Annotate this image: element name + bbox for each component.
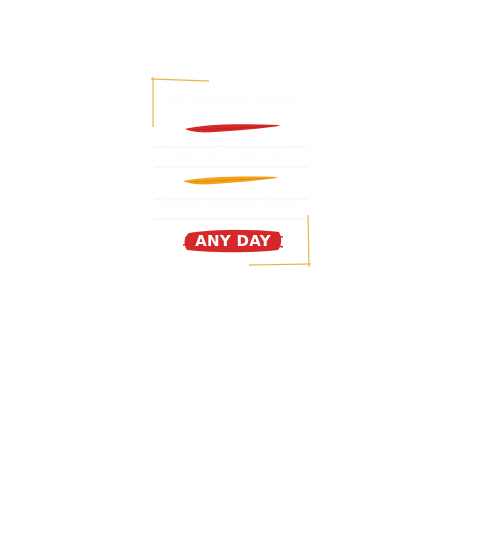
frame-corner-lines — [150, 77, 312, 268]
typography-design: TO RATHER TALK ABOUT POETRY THAN SMALL T… — [149, 75, 313, 271]
text-line-1: TO RATHER TALK — [166, 94, 296, 109]
red-brush-stroke — [185, 124, 281, 133]
any-day-badge: ANY DAY — [183, 228, 283, 254]
orange-brush-stroke — [183, 176, 279, 185]
text-line-2: ABOUT POETRY — [171, 146, 290, 161]
text-line-3: THAN SMALL TALK — [159, 198, 303, 213]
badge-label: ANY DAY — [195, 232, 271, 250]
badge-brush-background — [183, 229, 283, 253]
